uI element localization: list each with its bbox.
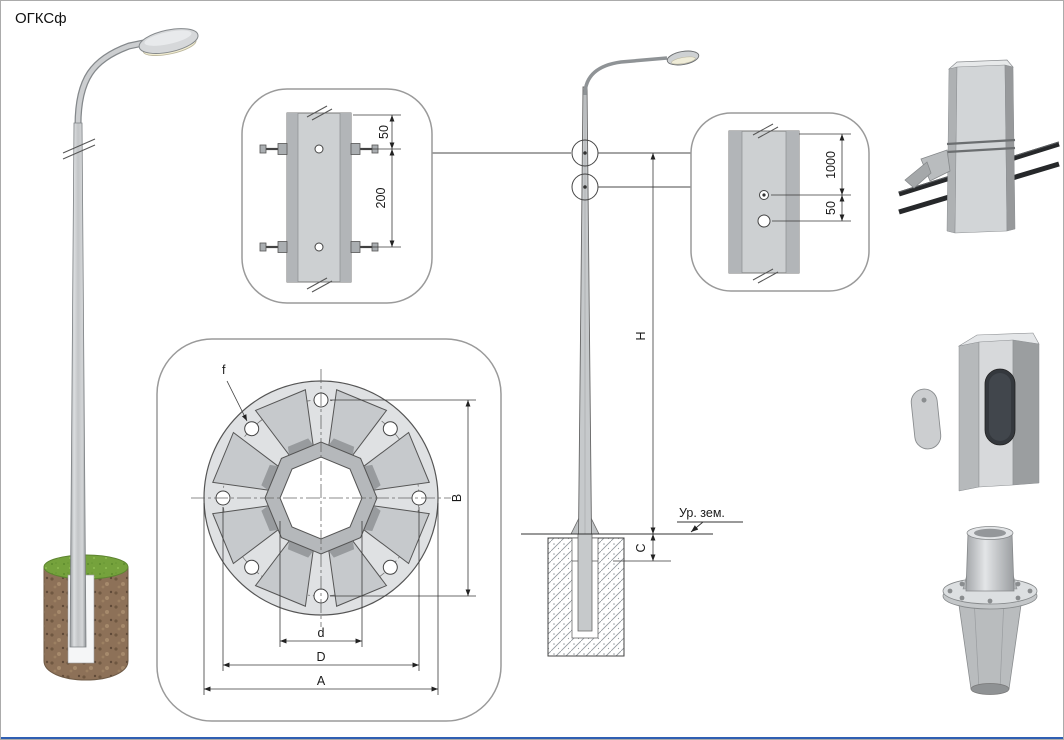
dim-label-B: B <box>450 494 464 502</box>
pole-embedded <box>577 533 593 632</box>
arm-elevation <box>583 56 668 96</box>
dim-label-200: 200 <box>374 188 388 209</box>
top-detail-callout: 50 200 <box>241 88 571 304</box>
bolt-pair-top <box>259 143 379 155</box>
bottom-edge-bar <box>1 737 1063 739</box>
elevation-drawing: Ур. зем. H C <box>521 50 743 657</box>
door-opening-inner <box>989 373 1011 441</box>
dim-label-D: D <box>316 650 325 664</box>
dimension-lines <box>771 133 851 222</box>
door-cover <box>910 388 942 450</box>
break-mark <box>62 144 96 160</box>
shoe-skirt <box>957 597 1023 690</box>
ground-arrow <box>690 521 704 533</box>
bolt-pair-bottom <box>259 241 379 253</box>
dim-label-H: H <box>634 331 648 340</box>
dim-label-A: A <box>317 674 326 688</box>
shoe-tube <box>965 532 1015 592</box>
left-pole-render <box>43 28 199 681</box>
dimension-lines <box>353 114 401 248</box>
pole-arm <box>75 38 156 128</box>
right-detail-callout: 1000 50 <box>690 112 870 292</box>
flange-bolts-3d <box>947 581 1033 604</box>
pole-facet <box>729 131 742 273</box>
flange-detail-callout: f B d D A <box>156 338 502 722</box>
pole-right-facet <box>1012 339 1040 486</box>
dim-label-d: d <box>318 626 325 640</box>
dim-dDA-lines <box>203 503 439 695</box>
luminaire <box>138 28 199 56</box>
ground-level-label: Ур. зем. <box>679 506 725 520</box>
pole-mast <box>69 122 87 648</box>
anchor-wedge <box>904 161 932 189</box>
dim-label-50-right: 50 <box>824 201 838 215</box>
bandage-strap <box>946 146 1016 154</box>
luminaire-elevation <box>666 50 700 66</box>
dim-label-C: C <box>634 543 648 552</box>
tube-hole <box>974 528 1006 538</box>
pole-facet <box>340 113 351 282</box>
pole-left-facet <box>958 341 980 492</box>
door-render <box>910 332 1040 492</box>
pole-facet <box>287 113 298 282</box>
dim-label-50-top: 50 <box>377 125 391 139</box>
break-mark <box>62 138 96 154</box>
bandage-strap <box>946 138 1016 146</box>
dim-label-1000: 1000 <box>824 151 838 179</box>
shoe-bottom <box>970 683 1010 695</box>
shoe-render <box>942 526 1038 695</box>
f-leader <box>226 380 248 422</box>
bandage-render <box>898 59 1060 234</box>
dim-B-lines <box>330 399 476 597</box>
drawing-title: ОГКСф <box>15 10 67 27</box>
flange-hole-label-f: f <box>222 363 226 377</box>
mount-hole-lower <box>757 214 771 228</box>
pole-facet <box>786 131 799 273</box>
